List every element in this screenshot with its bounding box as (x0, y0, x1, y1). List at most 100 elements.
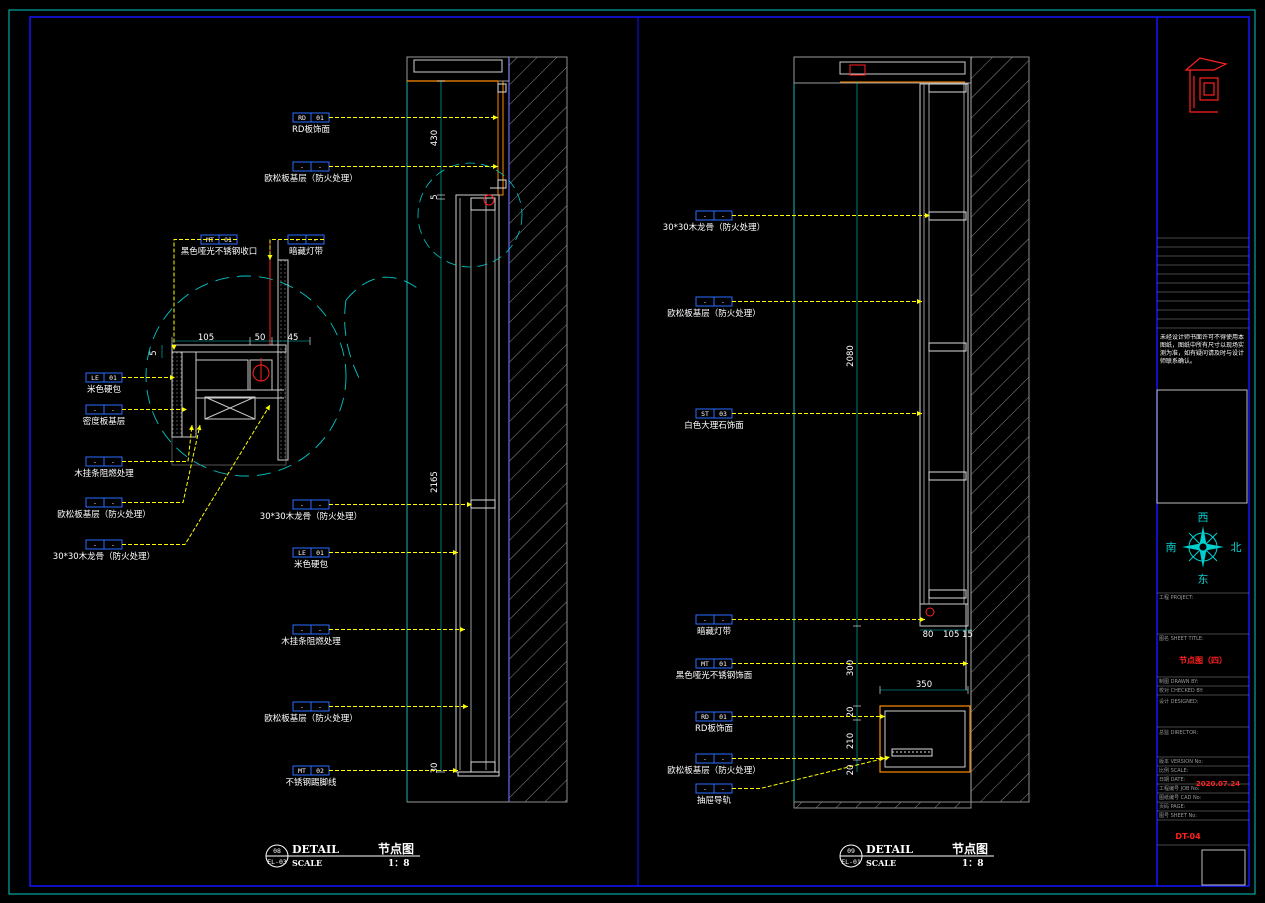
material-number: - (318, 626, 322, 634)
left-scale-word: SCALE (292, 858, 322, 868)
left-detail-number: 08 (273, 847, 281, 855)
material-label: 欧松板基层（防火处理） (667, 765, 761, 776)
material-label: 黑色哑光不锈钢饰面 (676, 670, 753, 681)
compass-east-label: 北 (1231, 541, 1242, 554)
compass-south-label: 东 (1198, 573, 1209, 586)
right-detail-number: 09 (847, 847, 855, 855)
material-code: MT (701, 660, 709, 668)
right-section-drawing (793, 56, 1030, 809)
material-number: 01 (719, 660, 727, 668)
material-number: - (721, 212, 725, 220)
material-code: - (300, 703, 304, 711)
dim-20-bottom: 20 (846, 765, 856, 776)
disclaimer-note-box: 未经设计师书面许可不得使用本图纸，图纸中所有尺寸以现场实测为准，如有疑问请及时与… (1160, 334, 1245, 365)
callout-right-7: --抽屉导轨 (695, 755, 891, 806)
callout-right-4: MT 01 黑色哑光不锈钢饰面 (676, 658, 968, 681)
project-label: 工程 PROJECT: (1159, 594, 1194, 601)
leader-line (122, 424, 202, 503)
material-label: 白色大理石饰面 (684, 420, 744, 431)
material-label: 欧松板基层（防火处理） (667, 308, 761, 319)
callout-detail-6: --30*30木龙骨（防火处理） (53, 404, 271, 562)
material-number: 01 (316, 549, 324, 557)
callout-right-3: - - 暗藏灯带 (695, 614, 925, 637)
callout-left-2: --30*30木龙骨（防火处理） (260, 499, 472, 522)
sheet-title-label: 图名 SHEET TITLE: (1159, 635, 1204, 642)
material-label: RD板饰面 (695, 723, 733, 734)
drawn-by-label: 制图 DRAWN BY: (1159, 678, 1199, 685)
callout-detail-1: --暗藏灯带 (267, 234, 325, 260)
material-code: - (703, 298, 707, 306)
material-code: - (703, 616, 707, 624)
compass-west-label: 南 (1166, 541, 1177, 554)
sheet-number-label: 图号 SHEET No: (1159, 813, 1197, 819)
material-number: - (721, 785, 725, 793)
material-label: 暗藏灯带 (697, 626, 732, 637)
material-label: 欧松板基层（防火处理） (57, 509, 151, 520)
dim-30: 30 (430, 763, 440, 774)
material-label: 米色硬包 (87, 384, 122, 395)
material-code: - (300, 163, 304, 171)
right-scale-word: SCALE (866, 858, 896, 868)
material-number: - (318, 163, 322, 171)
inner-border (29, 16, 1250, 887)
left-detail-enlargement (145, 240, 421, 477)
leader-line (122, 404, 271, 545)
material-number: - (111, 458, 115, 466)
material-number: - (111, 499, 115, 507)
left-detail-title: 08 EL-03 DETAIL SCALE 节点图 1：8 (265, 841, 420, 869)
material-label: 30*30木龙骨（防火处理） (663, 222, 765, 233)
material-number: - (721, 616, 725, 624)
right-detail-scale: 1：8 (962, 859, 984, 869)
material-number: - (111, 406, 115, 414)
left-detail-word: DETAIL (292, 843, 339, 856)
detail-dim-105: 105 (198, 333, 214, 343)
material-label: 暗藏灯带 (289, 246, 324, 257)
material-label: 欧松板基层（防火处理） (264, 713, 358, 724)
leader-line (171, 239, 237, 350)
callout-detail-5: - - 欧松板基层（防火处理） (57, 424, 202, 520)
callout-left-5: - - 欧松板基层（防火处理） (264, 701, 468, 724)
material-label: 欧松板基层（防火处理） (264, 173, 358, 184)
dim-2165: 2165 (430, 471, 440, 493)
dim-300: 300 (846, 660, 856, 676)
material-code: - (703, 212, 707, 220)
compass-north-label: 西 (1198, 511, 1209, 524)
callout-detail-4: --木挂条阻燃处理 (74, 424, 194, 479)
date-value: 2020.07.24 (1196, 780, 1240, 788)
left-detail-scale: 1：8 (388, 859, 410, 869)
material-code: - (300, 501, 304, 509)
callout-right-0: - - 30*30木龙骨（防火处理） (663, 210, 930, 233)
callout-right-1: --欧松板基层（防火处理） (667, 296, 922, 319)
material-code: LE (298, 549, 306, 557)
material-number: - (318, 703, 322, 711)
detail-dim-5: 5 (149, 350, 159, 355)
scale-label: 比例 SCALE: (1159, 767, 1189, 774)
material-code: RD (701, 713, 709, 721)
material-code: - (93, 458, 97, 466)
dim-2080: 2080 (846, 345, 856, 367)
compass-icon (1182, 526, 1224, 568)
date-label: 日期 DATE: (1159, 777, 1186, 783)
material-label: 黑色哑光不锈钢收口 (181, 246, 258, 257)
sheet-title: 节点图（四） (1179, 655, 1227, 665)
designed-label: 设计 DESIGNED: (1159, 698, 1199, 705)
material-label: 密度板基层 (83, 416, 126, 427)
disclaimer-note: 未经设计师书面许可不得使用本图纸，图纸中所有尺寸以现场实测为准，如有疑问请及时与… (1160, 334, 1245, 365)
leader-line (122, 424, 194, 462)
material-code: RD (298, 114, 306, 122)
material-code: - (93, 499, 97, 507)
material-code: - (93, 406, 97, 414)
material-number: 02 (316, 767, 324, 775)
callout-left-4: --木挂条阻燃处理 (281, 624, 465, 647)
material-code: LE (91, 374, 99, 382)
right-detail-word: DETAIL (866, 843, 913, 856)
material-label: 不锈钢踢脚线 (285, 777, 337, 788)
material-code: MT (298, 767, 306, 775)
